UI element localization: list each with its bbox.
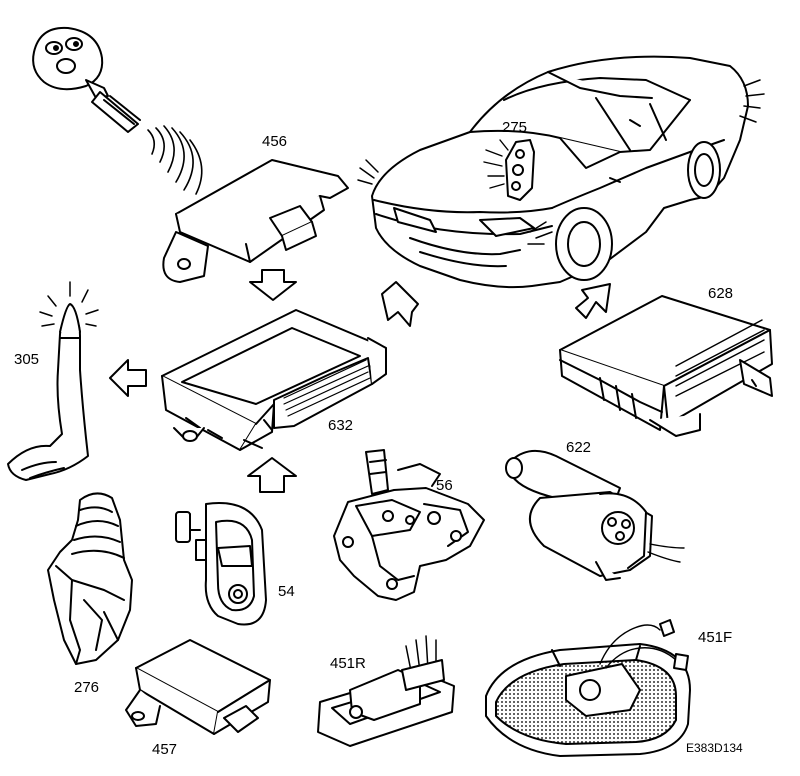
remote-receiver-module-icon [163,160,348,282]
car-icon [372,57,748,288]
intrusion-sensor-icon [126,640,270,734]
instrument-unit-icon [560,296,772,436]
label-hood-latch: 56 [436,477,453,494]
siren-module-icon [484,140,534,200]
label-intrusion-sensor: 457 [152,741,178,758]
rear-sensor-icon [318,636,454,746]
ignition-switch-icon [506,451,684,580]
arrow-down-icon [250,270,296,300]
label-door-contact: 54 [278,583,295,600]
gear-lever-unit-icon [48,493,132,664]
central-module-icon [162,310,386,450]
remote-key-icon [33,28,140,132]
front-sensor-icon [486,620,690,756]
label-alarm-siren-module: 275 [502,119,528,136]
hood-latch-icon [334,450,484,600]
radio-waves-icon [148,126,202,194]
label-rear-sensor: 451R [330,655,366,672]
label-led-indicator: 305 [14,351,40,368]
light-rays-icon [358,80,764,244]
label-front-sensor: 451F [698,629,733,646]
label-instrument-unit: 628 [708,285,734,302]
led-indicator-icon [8,282,98,480]
door-contact-icon [176,503,266,624]
arrow-up-icon [576,284,610,318]
arrow-up-icon [382,282,418,326]
label-remote-receiver: 456 [262,133,288,150]
label-gear-lever-unit: 276 [74,679,100,696]
label-ignition-switch: 622 [566,439,592,456]
drawing-code: E383D134 [686,741,743,755]
arrow-left-icon [110,360,146,396]
arrow-up-icon [248,458,296,492]
label-central-module: 632 [328,417,354,434]
